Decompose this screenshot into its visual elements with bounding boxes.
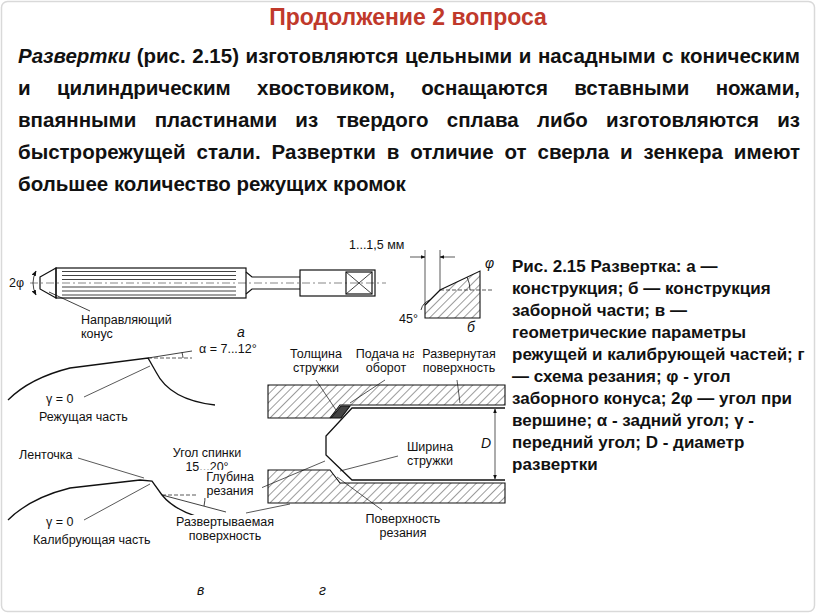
part-label: Ленточка — [18, 448, 74, 462]
cutting-scheme — [246, 380, 505, 513]
view-letter: D — [480, 436, 492, 450]
part-label: Ширина стружки — [398, 440, 462, 468]
cutting-tooth — [8, 358, 215, 405]
view-letter: б — [466, 320, 476, 334]
tooth-geometry — [8, 351, 230, 522]
chamfer-detail — [410, 250, 494, 318]
part-label: Глубина резания — [198, 470, 262, 498]
view-letter: а — [236, 325, 246, 339]
reamer-shank — [300, 270, 375, 296]
clearance-line — [148, 351, 192, 358]
reamer-outline — [326, 408, 505, 480]
leader-line — [246, 504, 290, 513]
part-label: Подача на оборот — [353, 347, 419, 375]
leader-line — [350, 380, 385, 403]
part-label: Развернутая поверхность — [414, 347, 504, 375]
extension-line — [440, 250, 441, 290]
reamer-neck — [246, 272, 300, 294]
reference-line — [148, 358, 192, 359]
part-label: Режущая часть — [38, 410, 129, 424]
axis-line — [30, 283, 386, 284]
angle-arc — [421, 300, 430, 310]
part-label: Толщина стружки — [283, 347, 349, 375]
leader-line — [316, 380, 336, 410]
part-label: γ = 0 — [45, 515, 74, 529]
angle-arc — [467, 277, 470, 290]
body-text: (рис. 2.15) изготовляются цельными и нас… — [18, 44, 800, 195]
leader-line — [457, 380, 460, 403]
view-letter: г — [318, 583, 327, 597]
square-cross — [346, 272, 372, 294]
part-label: Калибрующая часть — [32, 533, 152, 547]
leader-line — [84, 484, 150, 520]
part-label: Развертываемая поверхность — [168, 515, 282, 543]
reference-line — [440, 290, 494, 291]
dimension-line — [440, 257, 455, 258]
leader-line — [340, 456, 398, 471]
term-text: Развертки — [18, 44, 137, 67]
reamer-body — [56, 268, 246, 298]
leader-line — [84, 366, 150, 397]
part-label: α = 7...12° — [198, 342, 258, 356]
leader-line — [261, 461, 325, 488]
angle-arc — [182, 353, 183, 359]
body-paragraph: Развертки(рис. 2.15) изготовляются цельн… — [18, 40, 800, 200]
leader-line — [78, 458, 144, 478]
tooth-section — [425, 271, 480, 318]
part-label: 1...1,5 мм — [348, 238, 405, 252]
shank-square — [346, 272, 372, 294]
extension-line — [425, 250, 426, 305]
reamer-view — [30, 268, 386, 311]
slide-title: Продолжение 2 вопроса — [0, 2, 816, 32]
angle-arc — [33, 271, 36, 295]
leader-line — [337, 477, 382, 510]
guide-cone — [40, 268, 56, 298]
part-label: γ = 0 — [45, 392, 74, 406]
dimension-line — [495, 409, 496, 479]
dimension-line — [410, 257, 425, 258]
part-label: Поверхность резания — [360, 512, 446, 540]
part-label: Направляющий конус — [80, 313, 182, 341]
figure-caption: Рис. 2.15 Развертка: а — конструкция; б … — [512, 256, 808, 476]
part-label: 45° — [398, 312, 419, 326]
chip-section — [331, 406, 350, 418]
flutes — [62, 272, 236, 296]
leader-line — [49, 292, 90, 311]
part-label: 2φ — [8, 276, 25, 290]
view-letter: φ — [484, 256, 495, 270]
view-letter: в — [196, 583, 205, 597]
